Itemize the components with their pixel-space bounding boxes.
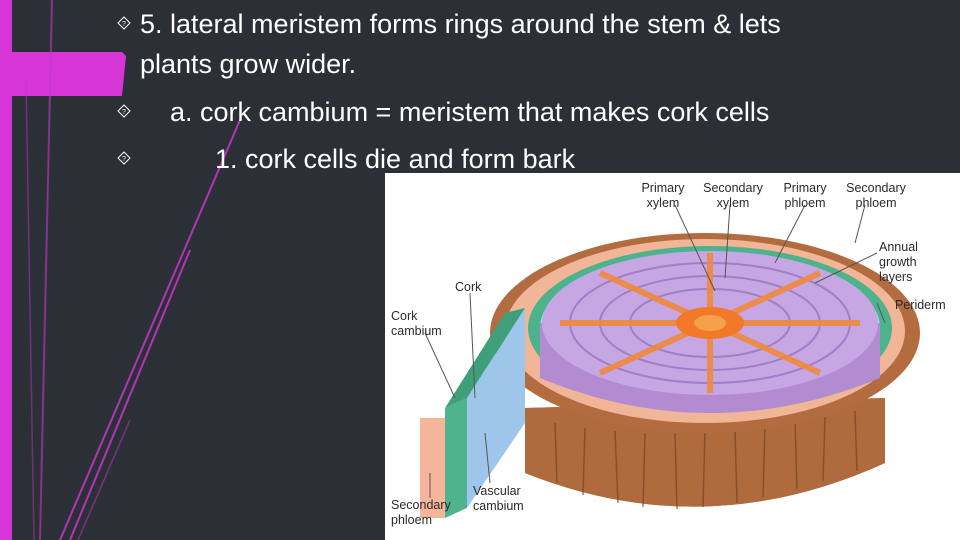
label-secondary-xylem: Secondary xylem [697,181,769,211]
stem-cross-section-figure: Primary xylem Secondary xylem Primary ph… [385,173,960,540]
label-secondary-phloem-top: Secondary phloem [840,181,912,211]
svg-text:?: ? [122,21,126,28]
diamond-bullet-icon: ? [117,16,131,30]
accent-arrow [12,52,126,96]
diamond-bullet-icon: ? [117,151,131,165]
label-cork-cambium: Cork cambium [391,309,451,339]
label-cork: Cork [455,280,495,295]
label-vascular-cambium: Vascular cambium [473,484,543,514]
label-secondary-phloem-bottom: Secondary phloem [391,498,461,528]
svg-text:?: ? [122,156,126,163]
label-primary-phloem: Primary phloem [775,181,835,211]
bullet-1-line-2: plants grow wider. [140,46,356,83]
label-annual-growth-layers: Annual growth layers [879,240,949,285]
bullet-1-line-1: 5. lateral meristem forms rings around t… [140,6,781,43]
label-primary-xylem: Primary xylem [633,181,693,211]
stem-diagram [385,173,960,540]
label-periderm: Periderm [895,298,959,313]
bullet-2: a. cork cambium = meristem that makes co… [170,94,769,131]
accent-bar [0,0,12,540]
diamond-bullet-icon: ? [117,104,131,118]
svg-text:?: ? [122,109,126,116]
